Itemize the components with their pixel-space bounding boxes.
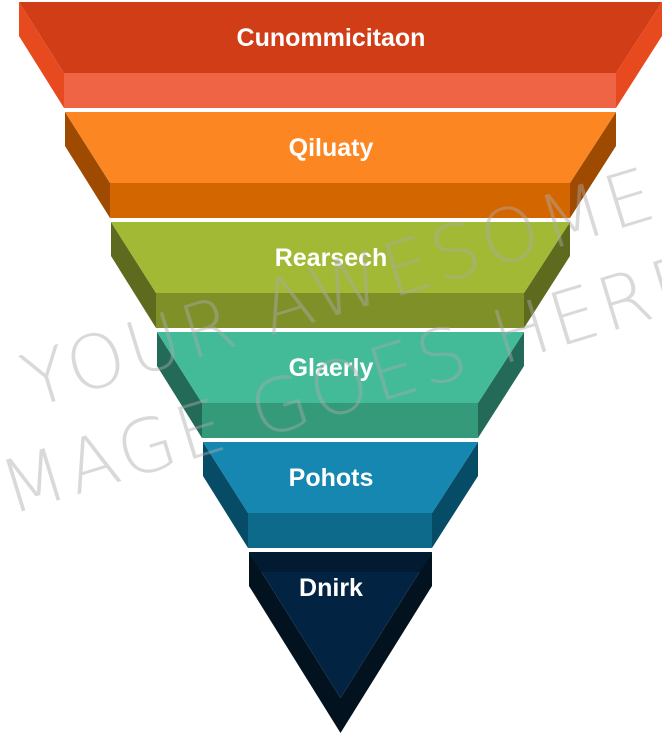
level-1-right-side [616, 2, 662, 108]
level-4-left-side [157, 332, 202, 438]
level-label-3: Rearsech [274, 244, 388, 272]
level-label-6: Dnirk [299, 574, 363, 602]
level-2-front [65, 112, 616, 183]
level-6-top-band [249, 552, 432, 572]
level-6-right-side [340, 552, 432, 733]
level-label-4: Glaerly [288, 354, 374, 382]
level-3-right-side [524, 222, 570, 328]
level-1-band [64, 73, 616, 108]
level-2-band [110, 183, 570, 218]
level-5-left-side [203, 442, 248, 548]
level-5-right-side [432, 442, 478, 548]
level-3-left-side [111, 222, 156, 328]
level-2-left-side [65, 112, 110, 218]
level-3-front [111, 222, 570, 293]
level-5-band [248, 513, 432, 548]
level-4-front [157, 332, 524, 403]
level-label-5: Pohots [288, 464, 374, 492]
level-4-band [202, 403, 478, 438]
level-4-right-side [478, 332, 524, 438]
level-1-left-side [19, 2, 64, 108]
level-6-front [249, 552, 432, 698]
level-2-right-side [570, 112, 616, 218]
level-3-band [156, 293, 524, 328]
level-label-1: Cunommicitaon [236, 24, 426, 52]
level-1-front [19, 2, 662, 73]
level-6-left-side [249, 552, 341, 733]
level-label-2: Qiluaty [288, 134, 374, 162]
level-5-front [203, 442, 478, 513]
